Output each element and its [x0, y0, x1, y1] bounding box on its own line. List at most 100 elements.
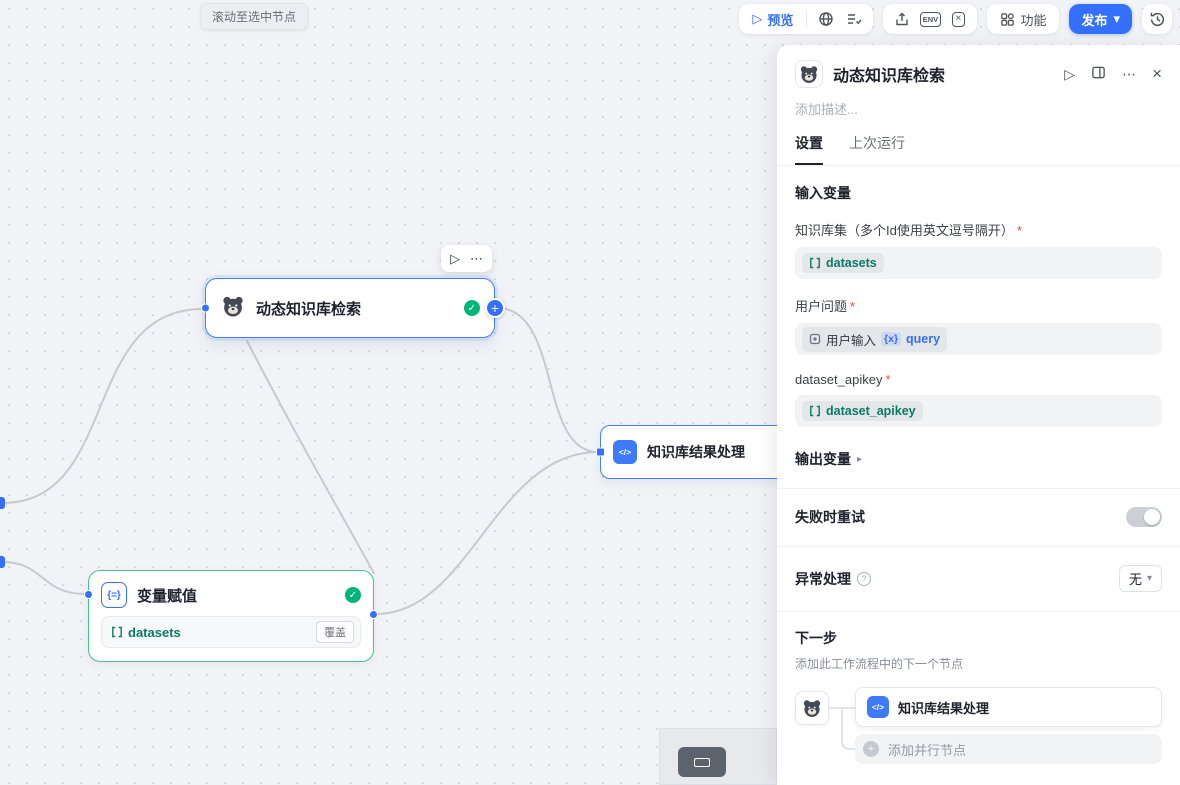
success-check-icon: ✓	[464, 300, 480, 316]
node-title: 变量赋值	[137, 587, 198, 605]
clock-history-icon	[1150, 12, 1164, 26]
node-dynamic-knowledge-retrieval[interactable]: 动态知识库检索 ✓ +	[201, 278, 505, 338]
bear-icon	[795, 691, 829, 725]
input-port[interactable]	[84, 590, 93, 599]
caret-right-icon: ▸	[857, 453, 863, 465]
dataset-field-label: 知识库集（多个Id使用英文逗号隔开）*	[795, 223, 1022, 238]
globe-icon[interactable]	[813, 7, 839, 31]
toolbar-divider	[806, 11, 808, 27]
query-variable-ref[interactable]: 用户输入 {x} query	[802, 326, 948, 352]
input-port[interactable]	[201, 303, 210, 313]
output-variables-row[interactable]: 输出变量 ▸	[795, 449, 1162, 469]
required-mark: *	[850, 299, 856, 314]
variable-icon[interactable]: ×	[945, 7, 971, 31]
bracket-icon	[112, 626, 122, 638]
close-icon[interactable]: ×	[1152, 64, 1162, 83]
play-icon: ▷	[752, 11, 763, 26]
publish-button[interactable]: 发布 ▾	[1069, 4, 1132, 34]
exception-row: 异常处理 ? 无 ▾	[795, 565, 1162, 592]
tab-settings[interactable]: 设置	[795, 133, 823, 165]
dataset-value-tag[interactable]: datasets	[802, 253, 884, 273]
dataset-field-input[interactable]: datasets	[795, 247, 1162, 279]
minimap-node-preview[interactable]	[678, 747, 726, 777]
success-check-icon: ✓	[345, 587, 361, 603]
retry-title: 失败时重试	[795, 509, 865, 525]
minimap[interactable]	[659, 728, 777, 785]
features-group: 功能	[987, 4, 1060, 34]
node-hover-toolbar[interactable]: ▷ ⋯	[441, 245, 492, 272]
split-view-icon[interactable]	[1091, 65, 1106, 83]
next-step-diagram: </> 知识库结果处理 + 添加并行节点	[795, 687, 1162, 782]
toggle-knob	[1144, 509, 1160, 525]
offscreen-port-top[interactable]	[0, 497, 5, 509]
bear-icon	[220, 293, 246, 324]
export-icon[interactable]	[889, 7, 915, 31]
retry-row: 失败时重试	[795, 507, 1162, 527]
panel-tabs: 设置 上次运行	[777, 118, 1180, 166]
variable-x-badge: {x}	[881, 332, 902, 346]
bracket-icon	[810, 405, 820, 417]
info-icon: ?	[857, 571, 871, 586]
app-icon	[809, 333, 821, 345]
connector-lines	[829, 687, 855, 782]
required-mark: *	[885, 372, 891, 387]
override-badge: 覆盖	[316, 621, 354, 643]
query-field-input[interactable]: 用户输入 {x} query	[795, 323, 1162, 355]
preview-button[interactable]: ▷ 预览	[752, 11, 794, 28]
retry-toggle[interactable]	[1126, 507, 1162, 527]
resource-group: ENV ×	[883, 4, 978, 34]
divider	[777, 546, 1180, 547]
more-icon[interactable]: ⋯	[1122, 65, 1137, 82]
environment-variables-icon[interactable]: ENV	[917, 7, 943, 31]
node-title: 知识库结果处理	[647, 444, 745, 460]
panel-body: 输入变量 知识库集（多个Id使用英文逗号隔开）* datasets 用户问题* …	[777, 166, 1180, 785]
history-button[interactable]	[1142, 4, 1172, 34]
description-placeholder[interactable]: 添加描述...	[795, 102, 858, 117]
node-title: 动态知识库检索	[256, 300, 362, 318]
next-step-description: 添加此工作流程中的下一个节点	[795, 657, 964, 671]
add-next-node-button[interactable]: +	[485, 298, 505, 318]
input-port[interactable]	[596, 447, 605, 457]
apikey-field-input[interactable]: dataset_apikey	[795, 395, 1162, 427]
minimap-node-icon	[694, 757, 710, 767]
node-run-icon[interactable]: ▷	[450, 250, 460, 266]
add-parallel-node-button[interactable]: + 添加并行节点	[855, 734, 1162, 764]
next-step-title: 下一步	[795, 630, 837, 646]
checklist-icon[interactable]	[841, 7, 867, 31]
bear-icon	[795, 60, 823, 88]
panel-header: 动态知识库检索 ▷ ⋯ ×	[777, 45, 1180, 88]
node-variable-assignment[interactable]: {=} 变量赋值 ✓ datasets 覆盖	[84, 570, 378, 662]
features-button[interactable]: 功能	[993, 7, 1053, 31]
plus-icon: +	[863, 741, 879, 757]
exception-select[interactable]: 无 ▾	[1118, 565, 1162, 592]
chevron-down-icon: ▾	[1146, 573, 1152, 584]
divider	[777, 611, 1180, 612]
preview-group: ▷ 预览	[739, 4, 874, 34]
next-node-card[interactable]: </> 知识库结果处理	[855, 687, 1162, 727]
node-more-icon[interactable]: ⋯	[470, 250, 483, 266]
scroll-to-node-tooltip: 滚动至选中节点	[200, 3, 309, 30]
tab-last-run[interactable]: 上次运行	[849, 135, 905, 151]
divider	[777, 488, 1180, 489]
grid-icon	[1001, 12, 1015, 26]
node-config-panel: 动态知识库检索 ▷ ⋯ × 添加描述... 设置 上次运行 输入变量 知识库集（…	[777, 45, 1180, 785]
bracket-icon	[810, 257, 820, 269]
output-variables-title: 输出变量	[795, 451, 851, 467]
output-port[interactable]	[369, 610, 378, 619]
top-toolbar: ▷ 预览 ENV × 功能 发布 ▾	[739, 4, 1172, 34]
offscreen-port-bottom[interactable]	[0, 556, 5, 568]
dataset-variable-tag: datasets	[111, 625, 181, 640]
assign-variable-row[interactable]: datasets 覆盖	[101, 616, 361, 648]
exception-title: 异常处理	[795, 570, 851, 587]
apikey-value-tag[interactable]: dataset_apikey	[802, 401, 923, 421]
required-mark: *	[1016, 223, 1022, 238]
input-variables-title: 输入变量	[795, 185, 851, 201]
panel-title: 动态知识库检索	[833, 68, 946, 85]
code-icon: </>	[867, 696, 889, 718]
chevron-down-icon: ▾	[1113, 11, 1120, 26]
query-field-label: 用户问题*	[795, 299, 856, 314]
code-icon: </>	[613, 440, 637, 464]
run-node-icon[interactable]: ▷	[1064, 65, 1076, 82]
assign-icon: {=}	[101, 582, 127, 608]
